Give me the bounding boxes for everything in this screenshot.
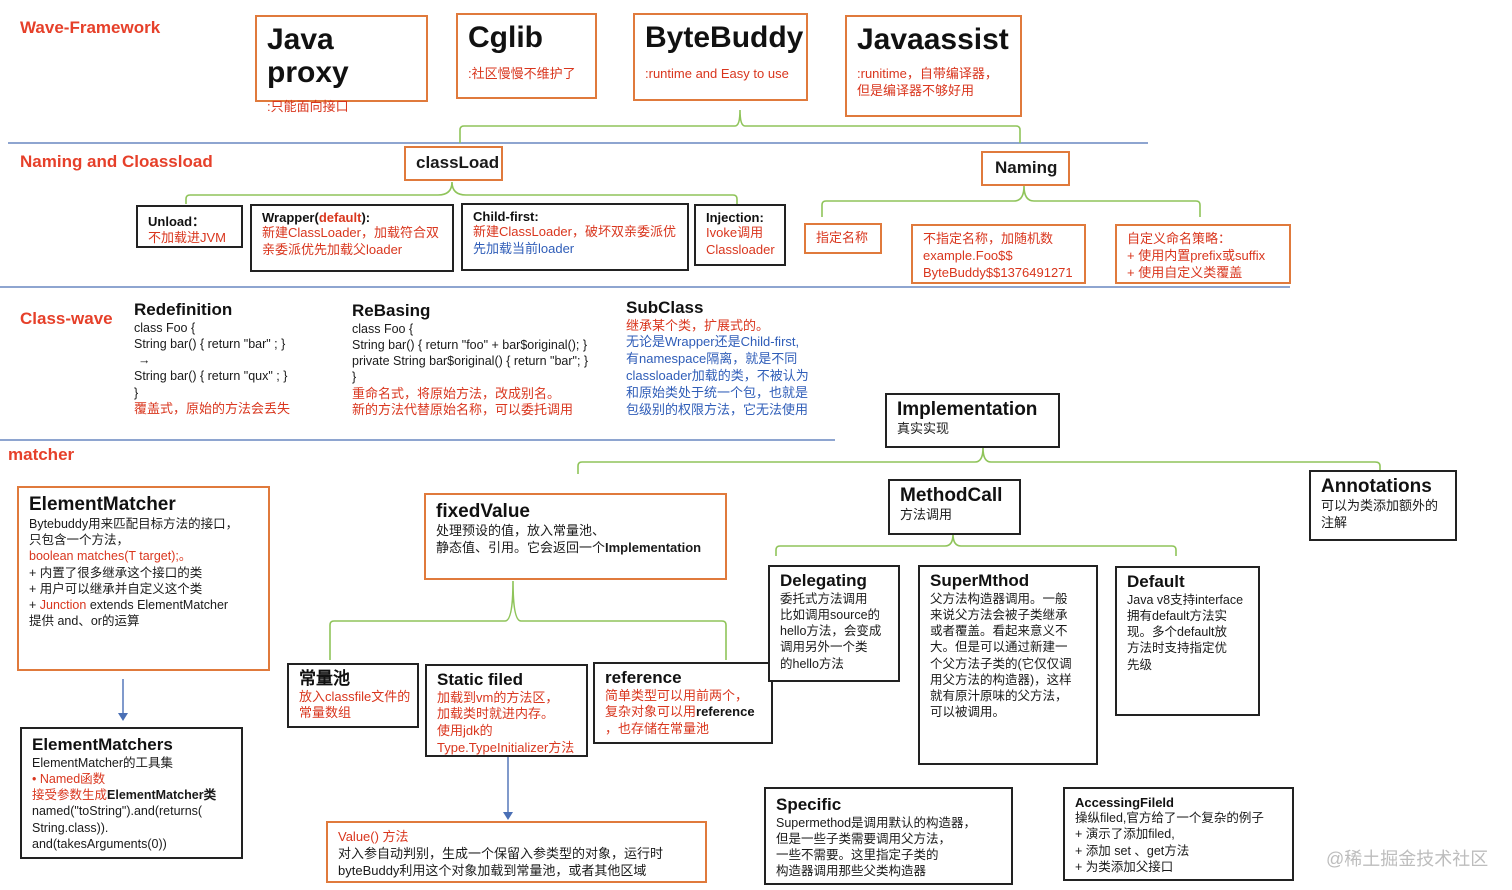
default-box: Default Java v8支持interface 拥有default方法实 … xyxy=(1115,566,1260,716)
section-class-wave: Class-wave xyxy=(20,309,113,328)
redefinition-title: Redefinition xyxy=(134,300,233,319)
redefinition-arrow: → xyxy=(138,353,151,368)
rebasing-note-1: 重命名式，将原始方法，改成别名。 xyxy=(352,385,561,401)
framework-cglib: Cglib :社区慢慢不维护了 xyxy=(456,13,597,99)
injection-desc-2: Classloader xyxy=(706,241,775,257)
injection-title: Injection: xyxy=(706,210,764,225)
section-matcher: matcher xyxy=(8,445,75,464)
element-matchers-title: ElementMatchers xyxy=(32,735,173,754)
fixed-value-title: fixedValue xyxy=(436,501,530,522)
delegating-box: Delegating 委托式方法调用 比如调用source的 hello方法，会… xyxy=(768,565,900,682)
classload-child-first: Child-first: 新建ClassLoader，破坏双亲委派优 先加载当前… xyxy=(461,203,689,271)
framework-title: Javaassist xyxy=(857,23,1009,56)
annotations-title: Annotations xyxy=(1321,476,1432,497)
framework-desc: :runitime，自带编译器， xyxy=(857,66,998,81)
redefinition-block: Redefinition class Foo { String bar() { … xyxy=(134,300,344,418)
framework-desc: :runtime and Easy to use xyxy=(645,66,789,81)
const-pool-box: 常量池 放入classfile文件的 常量数组 xyxy=(287,663,419,728)
naming-title-box: Naming xyxy=(981,151,1070,186)
naming-custom: 自定义命名策略： + 使用内置prefix或suffix + 使用自定义类覆盖 xyxy=(1115,224,1291,284)
framework-desc: :社区慢慢不维护了 xyxy=(468,66,576,81)
framework-desc-2: 但是编译器不够好用 xyxy=(857,82,975,98)
method-call-title: MethodCall xyxy=(900,485,1003,506)
rebasing-note-2: 新的方法代替原始名称，可以委托调用 xyxy=(352,402,574,418)
injection-desc-1: Ivoke调用 xyxy=(706,225,764,240)
super-method-box: SuperMthod 父方法构造器调用。一般 来说父方法会被子类继承 或者覆盖。… xyxy=(918,565,1098,765)
classload-title: classLoad xyxy=(416,153,500,172)
wrapper-desc-2: 亲委派优先加载父loader xyxy=(262,241,403,257)
classload-unload: Unload： 不加载进JVM xyxy=(136,205,243,248)
subclass-title: SubClass xyxy=(626,298,704,317)
element-matchers-box: ElementMatchers ElementMatcher的工具集 • Nam… xyxy=(20,727,243,859)
child-first-title: Child-first: xyxy=(473,209,539,224)
child-first-desc-1: 新建ClassLoader，破坏双亲委派优 xyxy=(473,224,676,239)
naming-specified: 指定名称 xyxy=(804,223,882,254)
value-method-box: Value() 方法 对入参自动判别，生成一个保留入参类型的对象，运行时 byt… xyxy=(326,821,707,883)
redefinition-note: 覆盖式，原始的方法会丢失 xyxy=(134,400,291,416)
framework-desc: :只能面向接口 xyxy=(267,99,349,114)
reference-title: reference xyxy=(605,668,682,687)
method-call-box: MethodCall 方法调用 xyxy=(888,479,1021,535)
const-pool-title: 常量池 xyxy=(299,669,350,688)
unload-title: Unload： xyxy=(148,214,206,229)
unload-desc: 不加载进JVM xyxy=(148,230,227,245)
value-method-title: Value() 方法 xyxy=(338,829,409,844)
specific-box: Specific Supermethod是调用默认的构造器， 但是一些子类需要调… xyxy=(764,787,1013,885)
implementation-box: Implementation 真实实现 xyxy=(885,393,1060,448)
fixed-value-box: fixedValue 处理预设的值，放入常量池、 静态值、引用。它会返回一个Im… xyxy=(424,493,727,580)
specific-title: Specific xyxy=(776,795,842,814)
framework-title: Java proxy xyxy=(267,23,349,89)
watermark: @稀土掘金技术社区 xyxy=(1326,849,1489,869)
implementation-title: Implementation xyxy=(897,399,1038,420)
naming-title: Naming xyxy=(995,158,1058,177)
annotations-box: Annotations 可以为类添加额外的 注解 xyxy=(1309,470,1457,541)
static-filed-box: Static filed 加载到vm的方法区， 加载类时就进内存。 使用jdk的… xyxy=(425,664,588,757)
subclass-block: SubClass 继承某个类，扩展式的。 无论是Wrapper还是Child-f… xyxy=(626,298,831,419)
super-method-title: SuperMthod xyxy=(930,571,1030,590)
accessing-field-box: AccessingFileld 操纵filed,官方给了一个复杂的例子 + 演示… xyxy=(1063,787,1294,881)
framework-java-proxy: Java proxy :只能面向接口 xyxy=(255,15,428,114)
section-wave-framework: Wave-Framework xyxy=(20,18,161,37)
reference-box: reference 简单类型可以用前两个， 复杂对象可以用reference ，… xyxy=(593,662,773,744)
default-title: Default xyxy=(1127,572,1185,591)
section-naming-classload: Naming and Cloassload xyxy=(20,152,213,171)
accessing-field-title: AccessingFileld xyxy=(1075,795,1174,810)
rebasing-block: ReBasing class Foo { String bar() { retu… xyxy=(352,301,614,419)
element-matcher-title: ElementMatcher xyxy=(29,494,176,515)
delegating-title: Delegating xyxy=(780,571,867,590)
naming-random: 不指定名称，加随机数 example.Foo$$ ByteBuddy$$1376… xyxy=(911,224,1086,284)
framework-title: ByteBuddy xyxy=(645,21,804,54)
wrapper-title: Wrapper(default): xyxy=(262,210,371,225)
framework-javaassist: Javaassist :runitime，自带编译器， 但是编译器不够好用 xyxy=(845,15,1022,117)
element-matcher-box: ElementMatcher Bytebuddy用来匹配目标方法的接口， 只包含… xyxy=(17,486,270,671)
framework-title: Cglib xyxy=(468,21,543,54)
classload-injection: Injection: Ivoke调用 Classloader xyxy=(694,204,786,266)
rebasing-title: ReBasing xyxy=(352,301,431,320)
static-filed-title: Static filed xyxy=(437,670,523,689)
classload-title-box: classLoad xyxy=(404,146,503,181)
framework-bytebuddy: ByteBuddy :runtime and Easy to use xyxy=(633,13,808,101)
wrapper-desc-1: 新建ClassLoader，加载符合双 xyxy=(262,225,439,240)
child-first-desc-2: 先加载当前loader xyxy=(473,240,575,256)
classload-wrapper: Wrapper(default): 新建ClassLoader，加载符合双 亲委… xyxy=(250,204,454,272)
